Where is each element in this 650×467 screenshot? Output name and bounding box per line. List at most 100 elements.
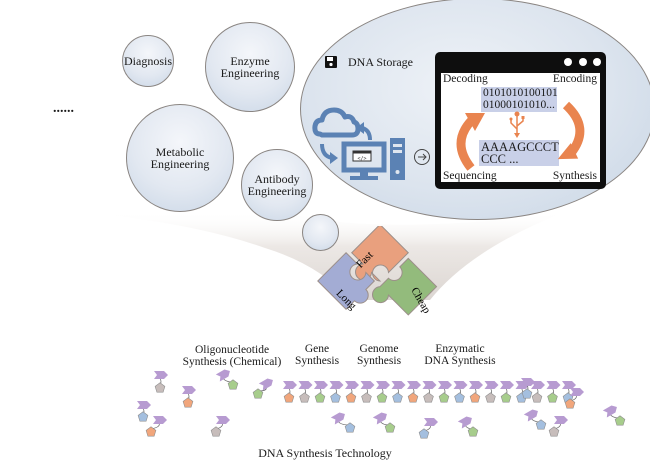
nucleobase-pentagon xyxy=(418,428,430,439)
nucleobase-pentagon xyxy=(438,392,450,403)
nucleotide xyxy=(562,381,576,403)
nucleobase-pentagon xyxy=(227,379,239,390)
dna-storage-title: DNA Storage xyxy=(348,55,413,69)
nucleotide xyxy=(438,381,452,403)
sugar-phosphate-chevron xyxy=(372,412,387,425)
sugar-phosphate-chevron xyxy=(523,409,538,422)
nucleotide xyxy=(182,386,196,408)
nucleobase-pentagon xyxy=(392,392,403,403)
nucleotide xyxy=(418,418,438,439)
sugar-phosphate-chevron xyxy=(376,381,390,389)
nucleobase-pentagon xyxy=(283,392,295,403)
label-encoding: Encoding xyxy=(552,73,597,85)
sugar-phosphate-chevron xyxy=(531,381,545,389)
nucleotide xyxy=(376,381,390,403)
nucleobase-pentagon xyxy=(531,392,543,403)
nucleobase-pentagon xyxy=(330,392,341,403)
sugar-phosphate-chevron xyxy=(438,381,452,389)
sugar-phosphate-chevron xyxy=(216,416,230,424)
sugar-phosphate-chevron xyxy=(391,381,406,389)
sugar-phosphate-chevron xyxy=(422,381,437,389)
bubble-label: Antibody Engineering xyxy=(247,172,307,198)
sugar-phosphate-chevron xyxy=(469,381,483,389)
nucleotide xyxy=(484,381,499,403)
dna-sequence-box: AAAAGCCCT CCC ... xyxy=(479,140,559,166)
window-dot-icon xyxy=(593,58,601,66)
nucleotide xyxy=(602,405,626,426)
nucleobase-pentagon xyxy=(521,388,533,399)
sugar-phosphate-chevron xyxy=(283,381,297,389)
bubble-antibody-engineering: Antibody Engineering xyxy=(241,149,313,221)
sugar-phosphate-chevron xyxy=(329,381,344,389)
cycle-arrows xyxy=(456,101,585,171)
monitor-icon: </> xyxy=(341,141,387,180)
puzzle-fast-long-cheap: Fast Long Cheap xyxy=(317,226,438,316)
sugar-phosphate-chevron xyxy=(407,381,421,389)
usb-icon xyxy=(509,111,525,138)
sugar-phosphate-chevron xyxy=(360,381,375,389)
nucleotide xyxy=(298,381,313,403)
nucleobase-pentagon xyxy=(500,392,512,403)
window-content: Decoding Encoding 0101010100101 01000101… xyxy=(441,73,600,182)
nucleobase-pentagon xyxy=(182,397,194,408)
sugar-phosphate-chevron xyxy=(500,381,514,389)
bubble-label: Diagnosis xyxy=(124,54,172,68)
binary-line: 0101010100101 xyxy=(483,87,558,99)
bubble-label: Enzyme Engineering xyxy=(220,54,280,80)
nucleobase-pentagon xyxy=(485,392,496,403)
method-line: Enzymatic xyxy=(435,343,485,355)
method-line: Oligonucleotide xyxy=(194,344,270,356)
nucleotide xyxy=(372,412,396,433)
nucleobase-pentagon xyxy=(407,392,419,403)
nucleobase-pentagon xyxy=(344,422,356,433)
nucleotide xyxy=(391,381,406,403)
nucleobase-pentagon xyxy=(145,426,157,437)
nucleobase-pentagon xyxy=(548,426,560,437)
method-enzymatic-dna-synthesis: Enzymatic DNA Synthesis xyxy=(418,343,502,367)
nucleotide xyxy=(330,412,356,433)
method-line: Synthesis xyxy=(356,355,402,367)
nucleobase-pentagon xyxy=(547,392,558,403)
nucleotide xyxy=(145,416,167,437)
nucleobase-pentagon xyxy=(384,422,396,433)
nucleotide xyxy=(521,378,535,399)
method-line: DNA Synthesis xyxy=(424,355,496,367)
sugar-phosphate-chevron xyxy=(424,418,438,426)
floppy-disk-icon xyxy=(325,56,337,68)
nucleobase-pentagon xyxy=(454,392,465,403)
nucleobase-pentagon xyxy=(423,392,434,403)
label-decoding: Decoding xyxy=(443,73,488,85)
nucleobase-pentagon xyxy=(467,426,479,437)
binary-line: 01000101010... xyxy=(483,98,555,111)
nucleotide xyxy=(469,381,483,403)
sugar-phosphate-chevron xyxy=(453,381,468,389)
sugar-phosphate-chevron xyxy=(602,405,617,418)
method-genome-synthesis: Genome Synthesis xyxy=(354,343,404,367)
nucleotide xyxy=(210,416,230,437)
sugar-phosphate-chevron xyxy=(153,416,167,424)
nucleobase-pentagon xyxy=(154,382,166,393)
nucleobase-pentagon xyxy=(210,426,222,437)
cycle-arrow-left-icon xyxy=(456,113,485,171)
bubble-enzyme-engineering: Enzyme Engineering xyxy=(205,22,295,112)
method-line: Genome xyxy=(359,343,399,355)
nucleobase-pentagon xyxy=(361,392,372,403)
sugar-phosphate-chevron xyxy=(314,381,328,389)
nucleotide xyxy=(523,409,547,430)
bubble-diagnosis: Diagnosis xyxy=(122,35,174,87)
sugar-phosphate-chevron xyxy=(521,378,535,386)
nucleotide xyxy=(453,381,468,403)
sugar-phosphate-chevron xyxy=(258,378,273,391)
sync-arrow-icon xyxy=(320,122,372,164)
nucleobase-pentagon xyxy=(252,388,264,399)
more-applications-ellipsis: ...... xyxy=(53,101,74,116)
sugar-phosphate-chevron xyxy=(182,386,196,394)
nucleotide xyxy=(500,381,514,403)
window-dot-icon xyxy=(579,58,587,66)
figure-footer-title: DNA Synthesis Technology xyxy=(258,446,392,460)
label-synthesis: Synthesis xyxy=(552,170,597,182)
dna-line: CCC ... xyxy=(481,152,519,166)
nucleotide xyxy=(422,381,437,403)
